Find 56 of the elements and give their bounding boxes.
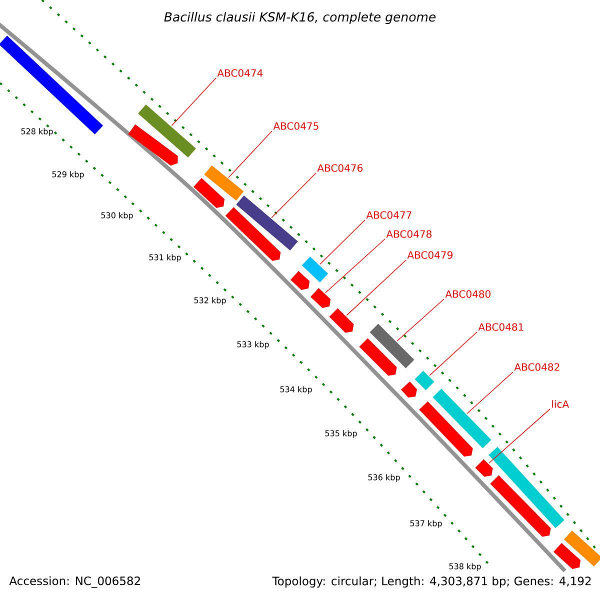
leader-line [346, 260, 406, 316]
gene-bar [204, 165, 244, 201]
leader-line [429, 332, 478, 376]
leader-line [396, 298, 444, 342]
scale-label: 530 kbp [101, 212, 133, 220]
leader-line [171, 78, 216, 126]
gene-feature [359, 338, 397, 376]
gene-feature [554, 543, 580, 570]
leader-line [466, 372, 514, 414]
gene-bar [302, 256, 328, 282]
scale-label: 531 kbp [149, 254, 181, 262]
gene-label: ABC0480 [445, 290, 490, 298]
topology-text: Topology: circular; Length: 4,303,871 bp; Genes: 4,192 [272, 576, 591, 588]
gene-bar [370, 324, 414, 368]
gene-label: ABC0475 [273, 122, 318, 130]
title: Bacillus clausii KSM-K16, complete genome [164, 12, 436, 24]
gene-label: ABC0477 [366, 211, 412, 219]
gene-feature [290, 271, 310, 290]
gene-label: ABC0479 [407, 251, 452, 259]
gene-feature [128, 124, 178, 166]
gene-label: ABC0482 [514, 363, 560, 371]
gene-bar [432, 388, 492, 448]
accession-text: Accession: NC_006582 [9, 576, 140, 588]
gene-feature [400, 382, 418, 398]
gene-bar [488, 446, 564, 528]
gene-label: ABC0481 [478, 323, 524, 331]
leader-line [320, 220, 366, 265]
scale-label: 535 kbp [325, 430, 357, 438]
gene-feature [329, 308, 354, 333]
scale-label: 529 kbp [52, 171, 84, 179]
scale-label: 536 kbp [368, 474, 400, 482]
leader-line [271, 172, 316, 218]
leader-line [325, 238, 386, 294]
scale-label: 534 kbp [280, 386, 312, 394]
leader-line [228, 130, 272, 178]
gene-bar [138, 104, 196, 158]
gene-feature [475, 459, 493, 477]
scale-label: 532 kbp [194, 297, 226, 305]
gene-feature [193, 178, 225, 208]
gene-label: ABC0478 [386, 230, 432, 238]
scale-label: 537 kbp [410, 520, 442, 528]
scale-label: 528 kbp [21, 128, 53, 136]
gene-feature [310, 288, 331, 308]
gene-label: ABC0476 [317, 164, 363, 172]
gene-label: ABC0474 [217, 69, 263, 77]
gene-label: licA [552, 400, 570, 408]
scale-label: 538 kbp [449, 563, 481, 571]
gene-bar [564, 530, 600, 566]
leader-line [488, 408, 550, 464]
gene-feature [490, 475, 551, 537]
scale-label: 533 kbp [237, 341, 269, 349]
gene-bar [236, 195, 298, 251]
gene-feature [419, 401, 473, 457]
gene-bar [414, 370, 434, 390]
gene-feature [225, 207, 281, 261]
gene-bar [0, 36, 104, 134]
